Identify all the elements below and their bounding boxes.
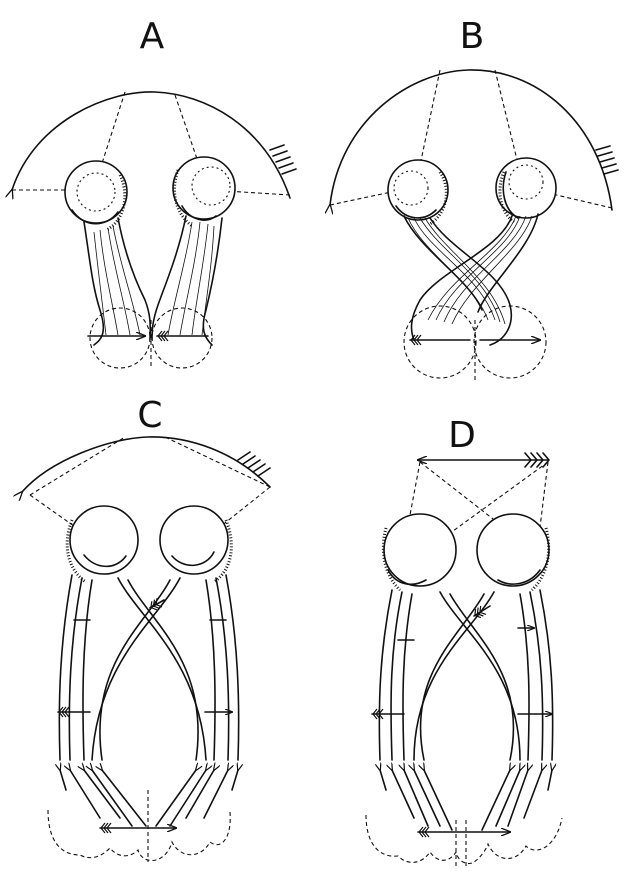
panel-d-label: D (448, 415, 476, 456)
panel-d-left-eye (383, 514, 456, 590)
panel-d-tectum (366, 815, 562, 866)
panel-a-arc-feather (270, 145, 296, 174)
panel-b-tecta (404, 306, 546, 380)
panel-b-left-eye (388, 160, 448, 224)
panel-b-crossing-stalks (404, 214, 538, 345)
panel-b: B (330, 16, 618, 380)
panel-c-sight-lines (30, 437, 270, 555)
panel-b-right-eye (496, 158, 556, 222)
panel-a-label: A (140, 16, 165, 57)
panel-c-left-eye (67, 506, 138, 582)
panel-c: C (22, 395, 270, 862)
panel-c-tectum (48, 790, 230, 862)
panel-a-sight-lines (12, 92, 290, 195)
panel-c-right-eye (160, 506, 231, 582)
panel-a-left-stalk (84, 218, 150, 345)
panel-d: D (366, 415, 562, 866)
panel-a-right-stalk (152, 216, 222, 345)
panel-c-fiber-bundles (59, 575, 238, 760)
panel-a-field-arc (12, 92, 290, 198)
panel-d-fiber-bundles (379, 590, 552, 760)
panel-a-right-eye (173, 157, 235, 226)
panel-a: A (12, 16, 296, 368)
panel-b-sight-lines (330, 70, 612, 208)
panel-b-label: B (460, 16, 485, 57)
panel-c-label: C (137, 395, 162, 436)
panel-d-right-eye (477, 514, 549, 590)
panel-c-field-arc (22, 437, 270, 492)
panel-c-radiating-arrows (60, 770, 238, 826)
panel-b-field-arc (330, 70, 612, 210)
